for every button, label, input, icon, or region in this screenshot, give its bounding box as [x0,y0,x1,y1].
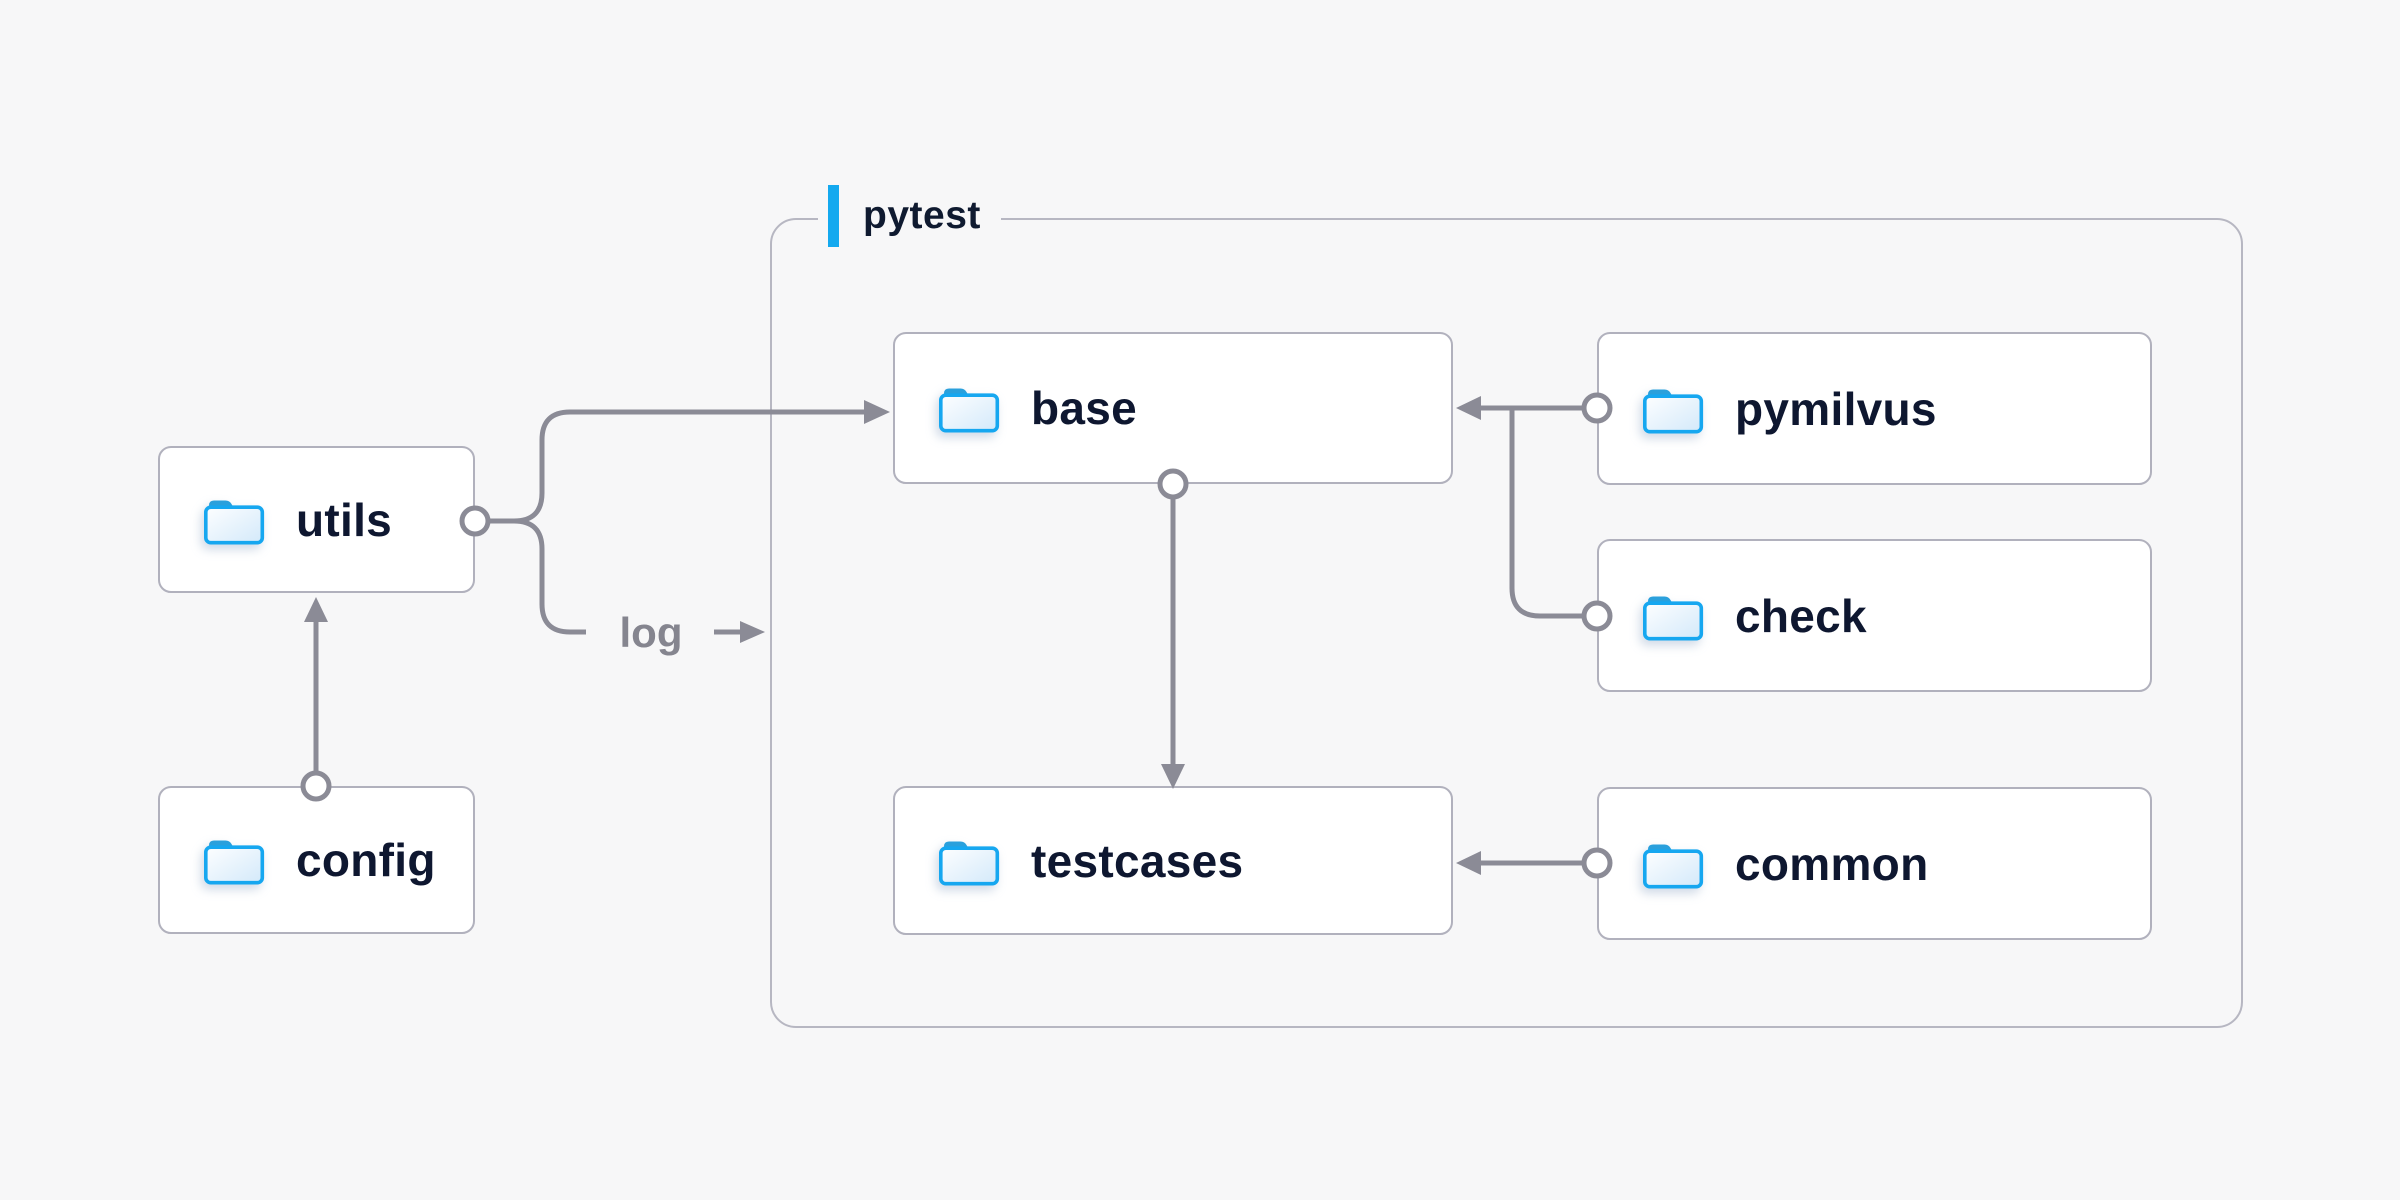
node-utils-label: utils [296,493,393,546]
folder-icon [202,834,266,886]
node-config: config [158,786,475,934]
accent-bar [828,185,839,247]
node-config-label: config [296,834,436,886]
node-base: base [893,332,1453,484]
pytest-group-label: pytest [818,182,1001,250]
folder-icon [1641,838,1705,890]
pytest-group-title: pytest [863,194,981,237]
node-base-label: base [1031,382,1138,434]
node-pymilvus: pymilvus [1597,332,2152,485]
edge-label-log: log [620,609,683,656]
node-testcases: testcases [893,786,1453,935]
pytest-group-container [770,218,2243,1028]
node-pymilvus-label: pymilvus [1735,382,1937,435]
node-utils: utils [158,446,475,593]
folder-icon [937,382,1001,434]
edge-utils-log-to-pytest: log [459,505,765,656]
edge-config-to-utils [300,597,332,802]
folder-icon [1641,383,1705,435]
node-check-label: check [1735,589,1867,642]
folder-icon [937,835,1001,887]
folder-icon [1641,590,1705,642]
folder-icon [202,494,266,546]
node-common: common [1597,787,2152,940]
node-check: check [1597,539,2152,692]
node-common-label: common [1735,837,1929,890]
node-testcases-label: testcases [1031,834,1244,887]
